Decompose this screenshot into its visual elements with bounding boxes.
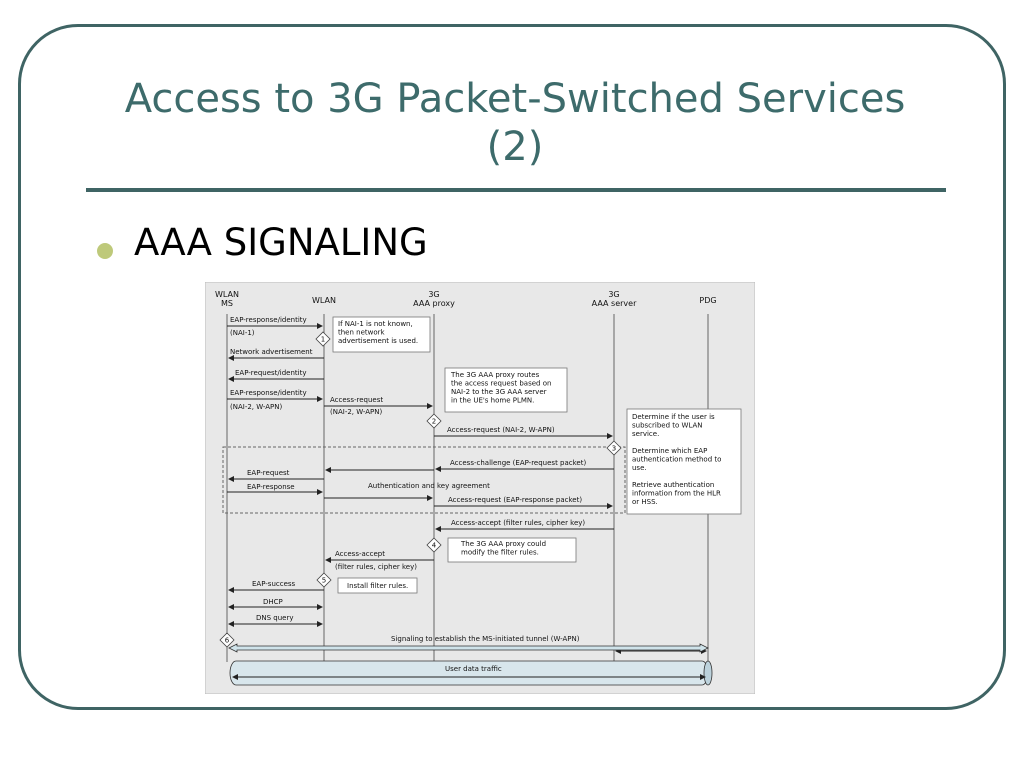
- note-n3-line-5: Determine which EAP: [632, 447, 707, 455]
- note-n5-line-1: Install filter rules.: [347, 582, 408, 590]
- note-n3-line-11: or HSS.: [632, 498, 658, 506]
- label-eap-response-identity-2: EAP-response/identity: [230, 389, 307, 397]
- label-access-accept: Access-accept: [335, 550, 385, 558]
- step-number-3: 3: [612, 445, 616, 453]
- step-marker-6: 6: [219, 632, 235, 648]
- label-dns-query: DNS query: [256, 614, 294, 622]
- label-access-accept-full: Access-accept (filter rules, cipher key): [451, 519, 585, 527]
- label-signaling-tunnel: Signaling to establish the MS-initiated …: [391, 635, 580, 643]
- label-access-request-full: Access-request (NAI-2, W-APN): [447, 426, 555, 434]
- note-box-1: [332, 316, 431, 353]
- slide-title: Access to 3G Packet-Switched Services (2…: [90, 75, 940, 171]
- label-nai2-wapn-ms: (NAI-2, W-APN): [230, 403, 283, 411]
- entity-server-line2: AAA server: [592, 299, 637, 308]
- step-marker-5: 5: [316, 572, 332, 588]
- note-n1-line-1: If NAI-1 is not known,: [338, 320, 413, 328]
- label-nai1: (NAI-1): [230, 329, 255, 337]
- label-dhcp: DHCP: [263, 598, 283, 606]
- step-number-1: 1: [321, 336, 325, 344]
- title-line-1: Access to 3G Packet-Switched Services: [124, 76, 906, 122]
- note-n4-line-1: The 3G AAA proxy could: [460, 540, 546, 548]
- step-number-2: 2: [432, 418, 436, 426]
- entity-proxy-line2: AAA proxy: [413, 299, 455, 308]
- note-n3-line-2: subscribed to WLAN: [632, 422, 703, 430]
- note-n3-line-1: Determine if the user is: [632, 413, 715, 421]
- slide-frame: [18, 24, 1006, 710]
- step-number-6: 6: [225, 637, 230, 645]
- bullet-dot: [97, 243, 113, 259]
- label-auth-key-agreement: Authentication and key agreement: [368, 482, 490, 490]
- note-box-3: [626, 408, 742, 515]
- note-box-2: [444, 367, 568, 413]
- step-marker-3: 3: [606, 440, 622, 456]
- entity-server-line1: 3G: [608, 290, 619, 299]
- entity-ms-line1: WLAN: [215, 290, 239, 299]
- label-access-request-eap: Access-request (EAP-response packet): [448, 496, 582, 504]
- note-texts: If NAI-1 is not known,then networkadvert…: [338, 320, 721, 590]
- note-n3-line-6: authentication method to: [632, 456, 721, 464]
- label-nai2-wapn-wlan: (NAI-2, W-APN): [330, 408, 383, 416]
- note-box-5: [337, 577, 418, 594]
- step-marker-4: 4: [426, 537, 442, 553]
- user-data-tube-end: [703, 660, 713, 686]
- note-n2-line-3: NAI-2 to the 3G AAA server: [451, 388, 547, 396]
- label-eap-success: EAP-success: [252, 580, 296, 588]
- label-eap-response: EAP-response: [247, 483, 295, 491]
- step-marker-2: 2: [426, 413, 442, 429]
- title-underline: [86, 188, 946, 192]
- note-n3-line-9: Retrieve authentication: [632, 481, 714, 489]
- step-marker-1: 1: [315, 331, 331, 347]
- label-access-request: Access-request: [330, 396, 383, 404]
- note-n3-line-3: service.: [632, 430, 659, 438]
- label-user-data-traffic: User data traffic: [445, 665, 502, 673]
- note-n3-line-7: use.: [632, 464, 647, 472]
- bullet-text: AAA SIGNALING: [134, 221, 428, 264]
- title-line-2: (2): [486, 124, 544, 170]
- note-n3-line-10: information from the HLR: [632, 490, 721, 498]
- label-network-advertisement: Network advertisement: [230, 348, 313, 356]
- note-n1-line-2: then network: [338, 329, 386, 337]
- note-n1-line-3: advertisement is used.: [338, 337, 418, 345]
- label-eap-response-identity-1: EAP-response/identity: [230, 316, 307, 324]
- step-number-5: 5: [322, 577, 326, 585]
- entity-proxy-line1: 3G: [428, 290, 439, 299]
- aaa-signaling-diagram: WLAN MS WLAN 3G AAA proxy 3G AAA server …: [205, 282, 755, 694]
- step-number-4: 4: [432, 542, 437, 550]
- note-box-4: [447, 537, 577, 563]
- note-n2-line-4: in the UE's home PLMN.: [451, 397, 534, 405]
- step-markers: 1 2 3 4 5 6: [219, 331, 622, 648]
- label-eap-request: EAP-request: [247, 469, 290, 477]
- entity-ms-line2: MS: [221, 299, 233, 308]
- note-n4-line-2: modify the filter rules.: [461, 549, 539, 557]
- eap-exchange-box: [222, 446, 626, 514]
- label-eap-request-identity: EAP-request/identity: [235, 369, 306, 377]
- label-access-challenge: Access-challenge (EAP-request packet): [450, 459, 586, 467]
- entity-pdg: PDG: [699, 296, 716, 305]
- note-n2-line-1: The 3G AAA proxy routes: [450, 371, 540, 379]
- note-n2-line-2: the access request based on: [451, 380, 551, 388]
- entity-wlan: WLAN: [312, 296, 336, 305]
- label-filter-cipher: (filter rules, cipher key): [335, 563, 417, 571]
- signaling-tunnel-arrow: [228, 643, 709, 653]
